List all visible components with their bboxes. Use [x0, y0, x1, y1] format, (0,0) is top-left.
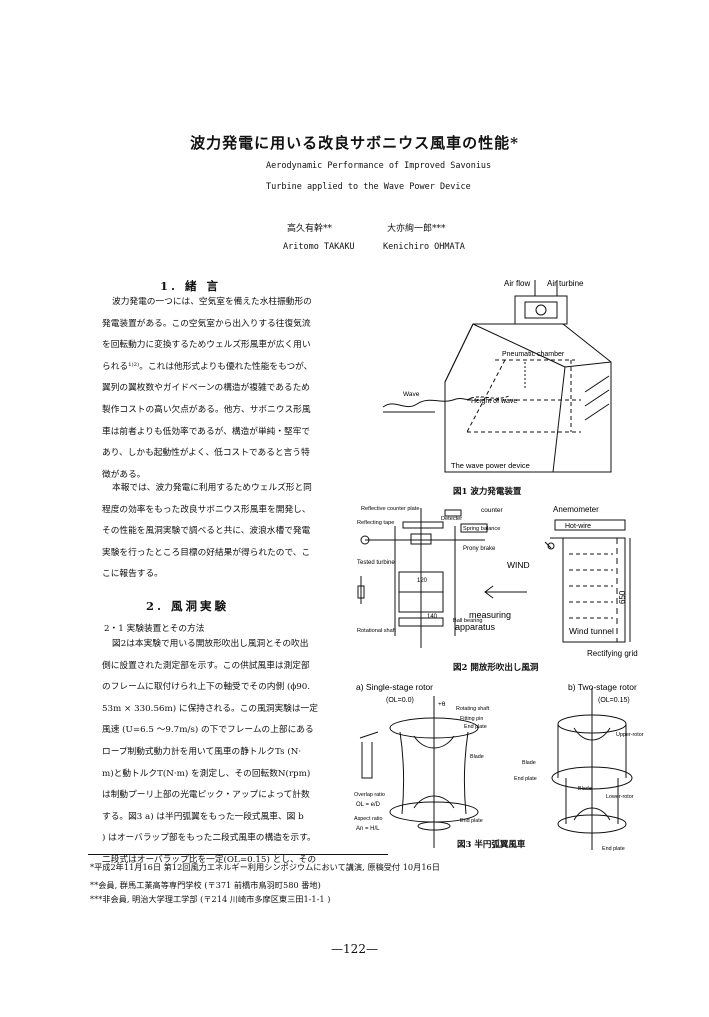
text-line: 翼列の翼枚数やガイドベーンの構造が複雑であるため	[102, 383, 310, 394]
rotating-shaft-label: Rotating shaft	[456, 706, 490, 712]
text-line: 発電装置がある。この空気室から出入りする往復気流	[102, 318, 311, 329]
device-label: The wave power device	[451, 461, 530, 470]
two-stage-label: b) Two-stage rotor	[568, 682, 637, 692]
text-line: 実験を行ったところ目標の好結果が得られたので、こ	[102, 547, 311, 558]
text-line: 徴がある。	[102, 469, 146, 480]
anemometer-label: Anemometer	[553, 505, 599, 514]
figure-2-wind-tunnel: Reflective counter plate counter Reflect…	[357, 505, 638, 658]
author-1-jp: 高久有幹**	[287, 224, 333, 234]
section-2-1-paragraph: 図2は本実験で用いる開放形吹出し風洞とその吹出 側に設置された測定部を示す。この…	[102, 634, 318, 872]
apparatus-label: apparatus	[455, 622, 496, 632]
blade-label-1: Blade	[470, 754, 484, 760]
text-line: こに報告する。	[102, 569, 163, 580]
text-line: あり、しかも起動性がよく、低コストであると言う特	[102, 448, 310, 459]
hot-wire-label: Hot-wire	[565, 523, 591, 530]
two-stage-ol: (OL=0.15)	[598, 697, 630, 704]
rectifying-grid-label: Rectifying grid	[587, 649, 638, 658]
prony-brake-label: Prony brake	[463, 546, 496, 552]
english-title-line2: Turbine applied to the Wave Power Device	[266, 182, 471, 192]
measuring-label: measuring	[469, 610, 511, 620]
section-2-1-heading: 2・1 実験装置とその方法	[104, 624, 205, 634]
reflecting-tape-label: Reflecting tape	[357, 520, 394, 526]
footnote-3: ***非会員, 明治大学理工学部 (〒214 川崎市多摩区東三田1-1-1 )	[90, 894, 331, 904]
author-2-jp: 大亦絢一郎***	[387, 224, 446, 234]
section-1-paragraph-2: 本報では、波力発電に利用するためウェルズ形と同 程度の効率をもった改良サボニウス…	[102, 478, 312, 586]
ball-bearing-label: Ball bearing	[453, 618, 483, 624]
blade-label-3: Blade	[578, 786, 592, 792]
text-line: 風速 (U=6.5 ～9.7m/s) の下でフレームの上部にある	[102, 725, 314, 736]
counter-label: counter	[481, 507, 504, 514]
text-line: 程度の効率をもった改良サボニウス形風車を開発し、	[102, 504, 311, 515]
single-stage-ol: (OL=0.0)	[386, 697, 414, 704]
wind-tunnel-label: Wind tunnel	[569, 626, 614, 636]
text-line: 53m × 330.56m) に保持される。この風洞実験は一定	[102, 703, 318, 714]
section-1-heading: 1. 緒 言	[160, 279, 222, 293]
end-plate-label-3: End plate	[514, 776, 537, 782]
end-plate-label-2: End plate	[460, 818, 483, 824]
figure-3-caption: 図3 半円弧翼風車	[457, 840, 526, 850]
tested-turbine-label: Tested turbine	[357, 560, 395, 566]
fitting-pin-label: Fitting pin	[460, 716, 483, 722]
aspect-ratio-label: Aspect ratio	[354, 816, 382, 822]
text-line: ) はオーバラップ部をもった二段式風車の構造を示す。	[102, 833, 316, 844]
height-of-wave-label: Height of wave	[471, 398, 517, 405]
spring-balance-label: Spring balance	[463, 526, 500, 532]
detecter-label: Detecter	[441, 516, 462, 522]
footnote-1: *平成2年11月16日 第12回風力エネルギー利用シンポジウムにおいて講演, 原…	[90, 862, 440, 872]
footnotes: *平成2年11月16日 第12回風力エネルギー利用シンポジウムにおいて講演, 原…	[90, 860, 440, 906]
figure-1-wave-power-device: Air flow Air turbine Pneumatic chamber W…	[382, 279, 612, 473]
text-line: その性能を風洞実験で調べると共に、波浪水槽で発電	[102, 526, 311, 537]
air-turbine-label: Air turbine	[547, 279, 584, 288]
figure-1-caption: 図1 波力発電装置	[453, 487, 522, 497]
figure-3-rotors: a) Single-stage rotor (OL=0.0) b) Two-st…	[354, 682, 644, 852]
wave-label: Wave	[403, 391, 420, 398]
text-line: を回転動力に変換するためウェルズ形風車が広く用い	[102, 340, 311, 351]
reflective-plate-label: Reflective counter plate	[361, 506, 419, 512]
theta-label: +θ	[438, 701, 446, 708]
overlap-ratio-label: Overlap ratio	[354, 792, 385, 798]
footnote-rule	[88, 854, 388, 855]
text-line: られる¹⁾²⁾。これは他形式よりも優れた性能をもつが、	[102, 361, 313, 372]
section-2-heading: 2. 風洞実験	[146, 599, 230, 613]
dimension-650: 650	[618, 590, 627, 604]
single-stage-label: a) Single-stage rotor	[356, 682, 433, 692]
text-line: 二段式はオーバラップ比を一定(OL=0.15) とし、その	[102, 854, 317, 865]
dimension-120: 120	[417, 578, 428, 584]
text-line: は制動プーリ上部の光電ピック・アップによって計数	[102, 790, 310, 801]
text-line: のフレームに取付けられ上下の軸受でその内側 (ϕ90.	[102, 682, 311, 693]
footnote-2: **会員, 群馬工業高等専門学校 (〒371 前橋市鳥羽町580 番地)	[90, 880, 321, 890]
text-line: 波力発電の一つには、空気室を備えた水柱振動形の	[112, 297, 312, 307]
end-plate-label-1: End plate	[464, 724, 487, 730]
text-line: 製作コストの高い欠点がある。他方、サボニウス形風	[102, 404, 311, 415]
text-line: 図2は本実験で用いる開放形吹出し風洞とその吹出	[112, 639, 309, 649]
end-plate-label-4: End plate	[602, 846, 625, 852]
lower-rotor-label: Lower-rotor	[606, 794, 634, 800]
aspect-formula: An = H/L	[356, 826, 380, 832]
text-line: 本報では、波力発電に利用するためウェルズ形と同	[112, 483, 312, 493]
air-flow-label: Air flow	[504, 279, 530, 288]
dimension-140: 140	[427, 614, 438, 620]
upper-rotor-label: Upper-rotor	[616, 732, 644, 738]
page-number: —122—	[331, 942, 378, 956]
text-line: する。図3 a) は半円弧翼をもった一段式風車、図 b	[102, 811, 304, 822]
english-title-line1: Aerodynamic Performance of Improved Savo…	[266, 161, 492, 171]
wind-label: WIND	[507, 560, 530, 570]
text-line: 側に設置された測定部を示す。この供試風車は測定部	[102, 660, 310, 671]
author-1-en: Aritomo TAKAKU	[283, 242, 355, 252]
text-line: m)と動トルクT(N·m) を測定し、その回転数N(rpm)	[102, 768, 311, 779]
text-line: ロープ制動式動力計を用いて風車の静トルクTs (N·	[102, 746, 302, 757]
section-1-paragraph-1: 波力発電の一つには、空気室を備えた水柱振動形の 発電装置がある。この空気室から出…	[102, 292, 312, 486]
author-2-en: Kenichiro OHMATA	[383, 242, 465, 252]
text-line: 車は前者よりも低効率であるが、構造が単純・堅牢で	[102, 426, 311, 437]
figure-2-caption: 図2 開放形吹出し風洞	[453, 663, 539, 673]
blade-label-2: Blade	[522, 760, 536, 766]
pneumatic-chamber-label: Pneumatic chamber	[502, 351, 565, 358]
paper-title: 波力発電に用いる改良サボニウス風車の性能*	[190, 134, 519, 152]
overlap-formula: OL = e/D	[356, 802, 381, 808]
rotational-shaft-label: Rotational shaft	[357, 628, 396, 634]
